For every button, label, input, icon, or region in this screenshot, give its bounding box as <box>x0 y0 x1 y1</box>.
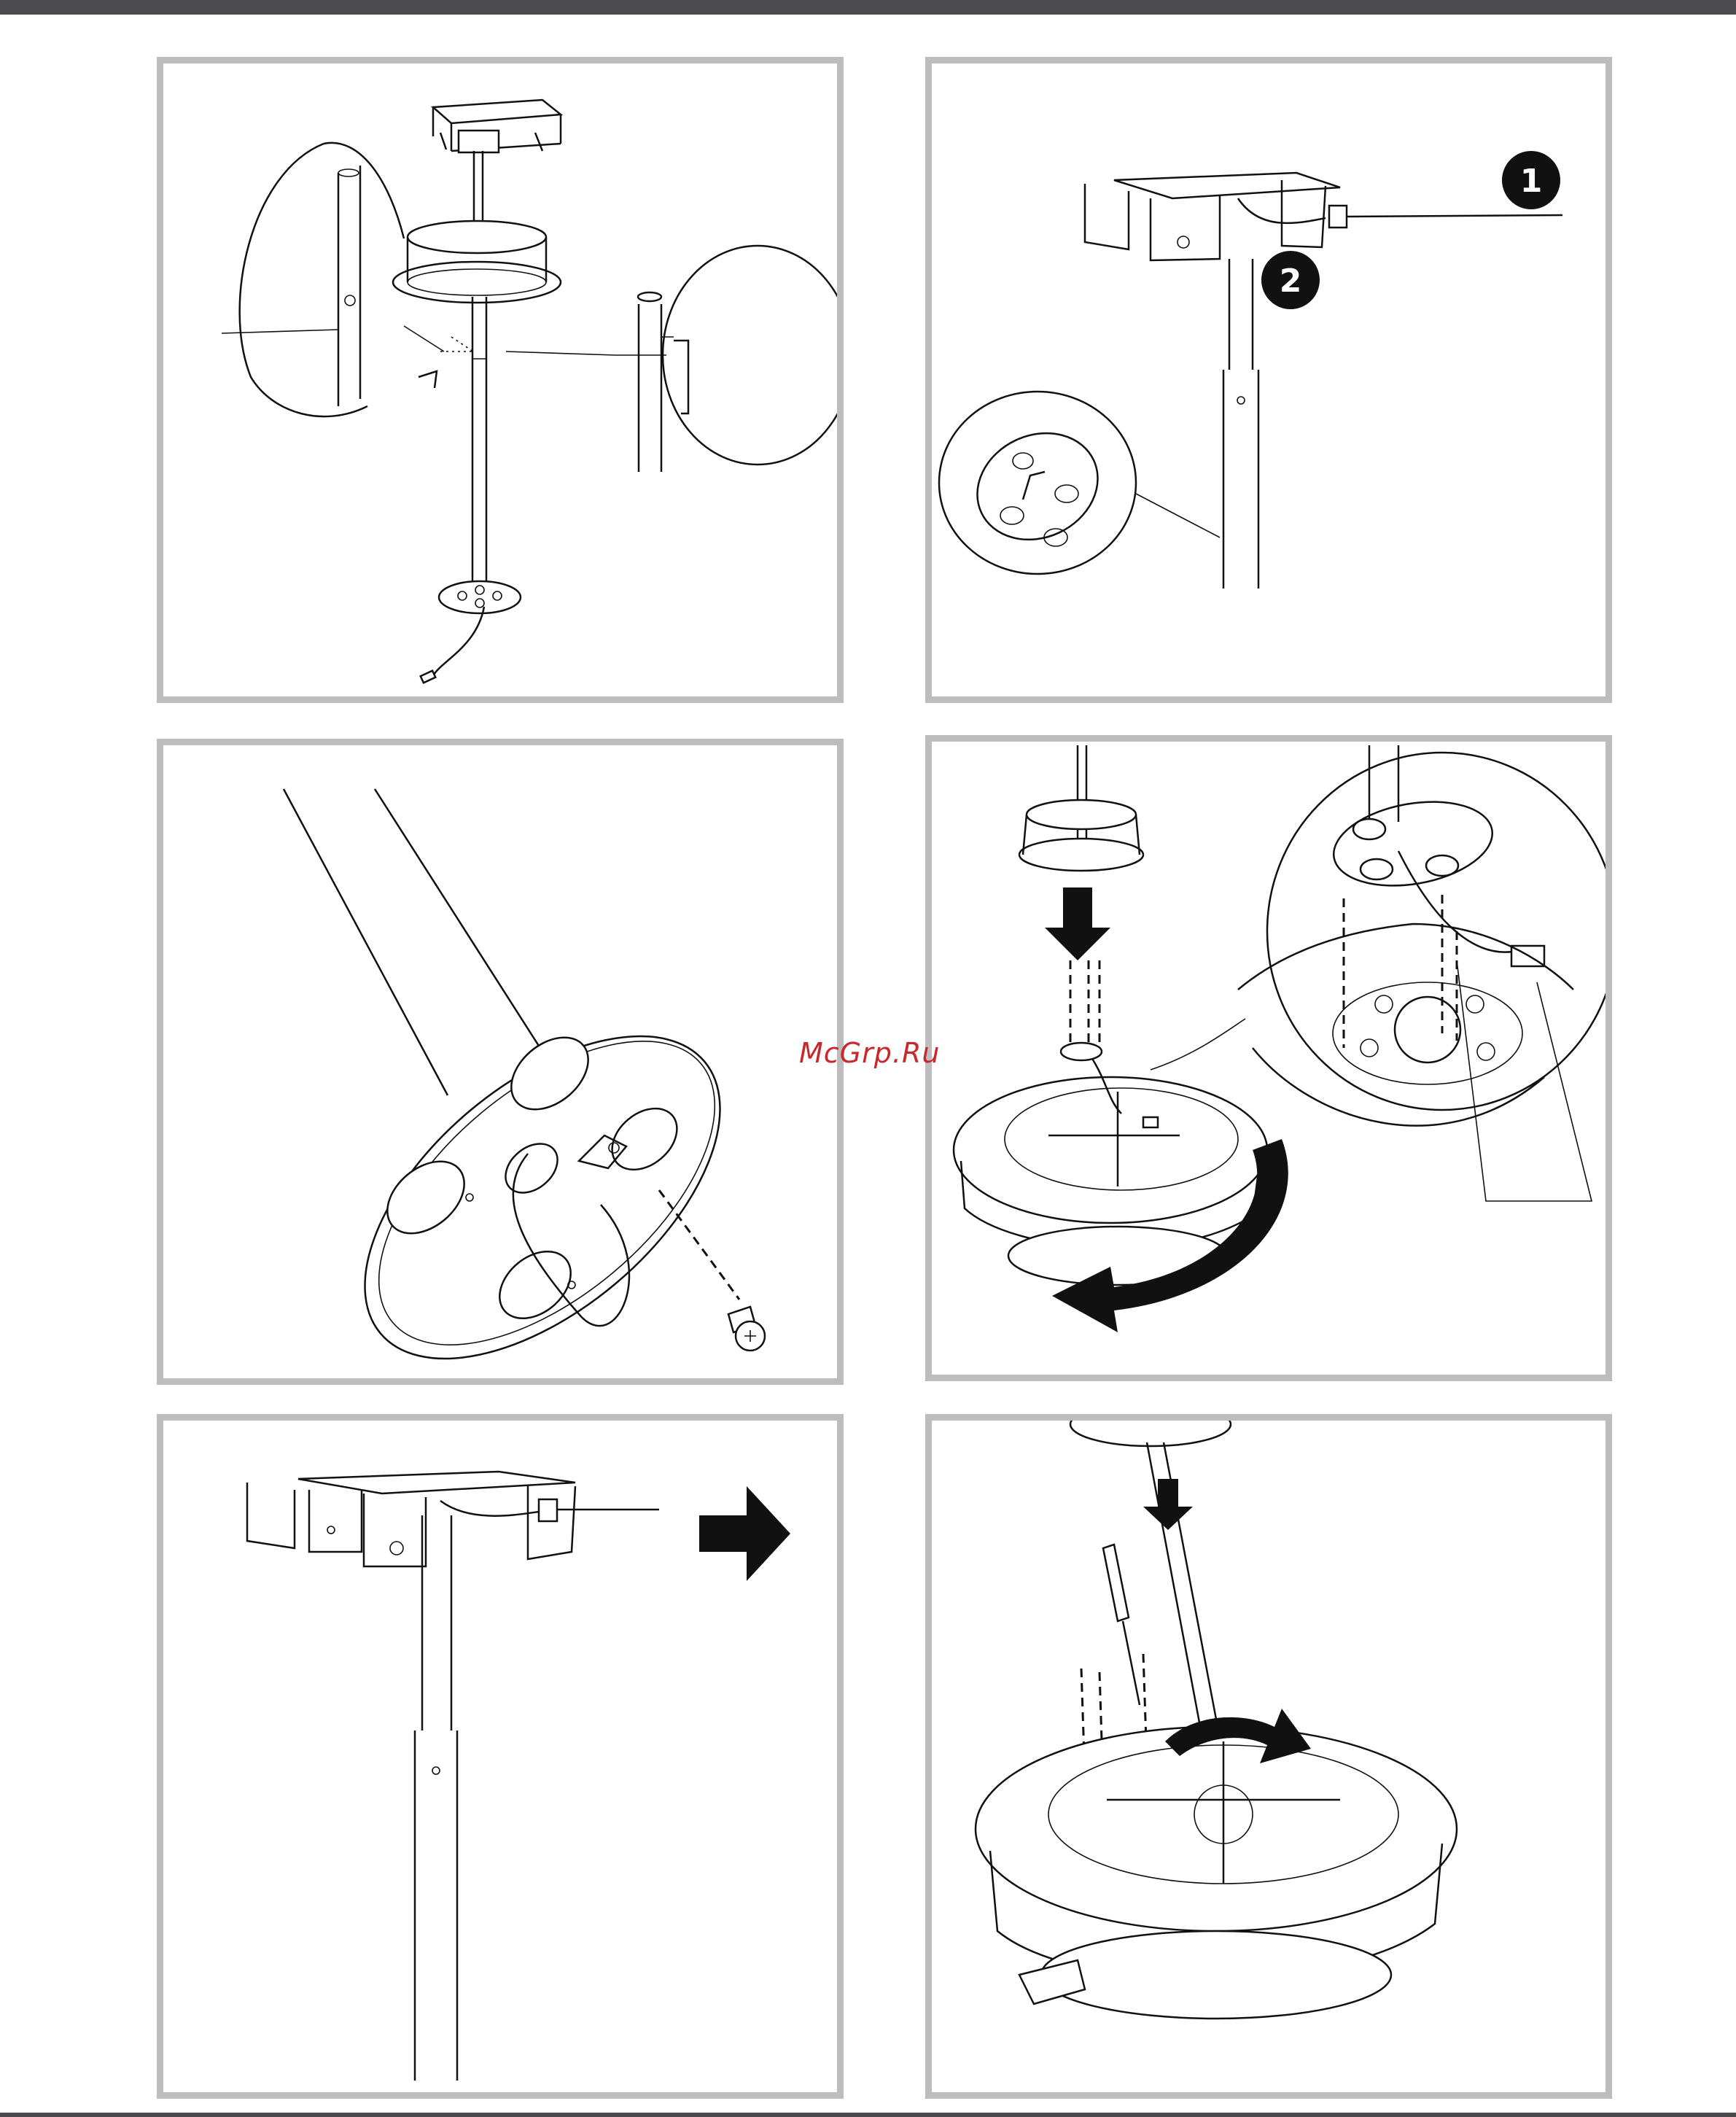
plate-screw-illustration <box>163 745 844 1385</box>
bottom-rule <box>0 2113 1736 2117</box>
pole-assembly-illustration <box>163 63 844 703</box>
panel-pole-bracket-arrow <box>157 1414 844 2099</box>
panel-plate-detail <box>157 739 844 1385</box>
panel-bracket-callouts: 1 2 <box>925 57 1612 703</box>
panel-pole-assembly <box>157 57 844 703</box>
housing-connection-illustration <box>932 742 1612 1381</box>
callout-2: 2 <box>1280 263 1302 300</box>
pole-bracket-illustration <box>163 1421 844 2099</box>
watermark: McGrp.Ru <box>799 1037 940 1069</box>
bracket-callout-illustration: 1 2 <box>932 63 1612 703</box>
panel-screwdriver-fastening <box>925 1414 1612 2099</box>
screwdriver-fastening-illustration <box>932 1421 1612 2099</box>
panel-housing-connection <box>925 735 1612 1381</box>
top-bar <box>0 0 1736 15</box>
callout-1: 1 <box>1520 163 1543 200</box>
